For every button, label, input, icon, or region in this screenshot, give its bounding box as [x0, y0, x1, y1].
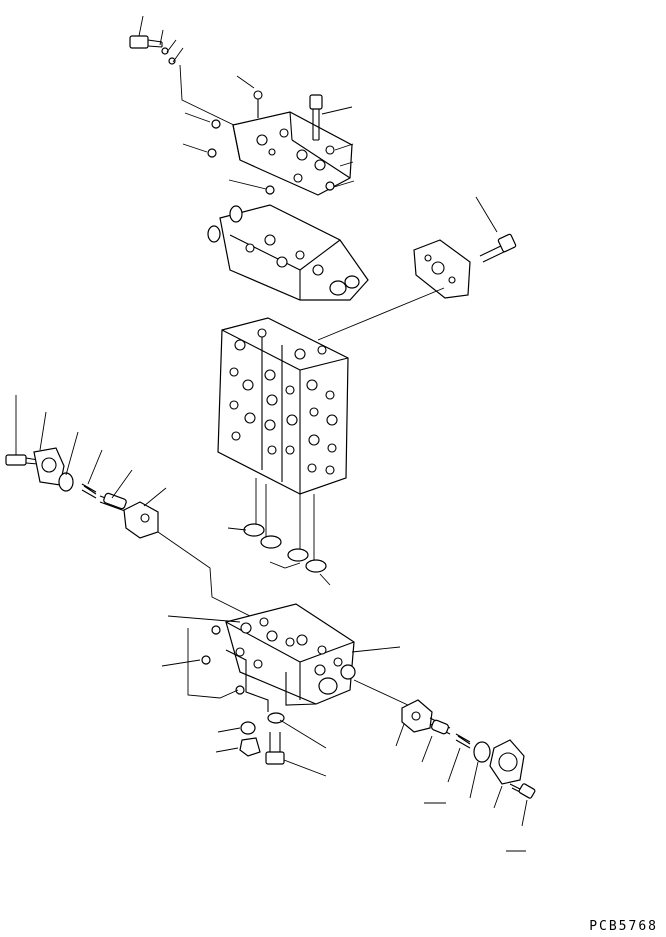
leader-left-spool	[157, 531, 259, 621]
figure-code: PCB5768	[589, 919, 658, 934]
end-cover-bolt	[475, 196, 517, 263]
valve-section-upper	[207, 204, 369, 301]
leader-right-spool	[353, 679, 411, 707]
cover-screws	[207, 119, 335, 195]
top-bolt-assembly	[129, 15, 184, 65]
main-valve-body	[217, 317, 349, 495]
body-o-rings	[227, 478, 331, 586]
valve-body-ports	[229, 328, 338, 475]
leader-end-cover	[317, 287, 445, 341]
leader-top	[179, 64, 241, 129]
lower-section-screws	[161, 615, 401, 699]
upper-cover-plate	[232, 90, 353, 196]
left-spool-assembly	[5, 395, 167, 539]
lower-plug	[215, 721, 261, 757]
lower-bolt	[265, 712, 327, 777]
cover-leaders	[182, 75, 355, 190]
cover-bolt	[309, 94, 323, 141]
end-cover-right	[413, 239, 471, 299]
right-spool-assembly	[395, 699, 536, 852]
valve-section-lower	[225, 603, 356, 712]
